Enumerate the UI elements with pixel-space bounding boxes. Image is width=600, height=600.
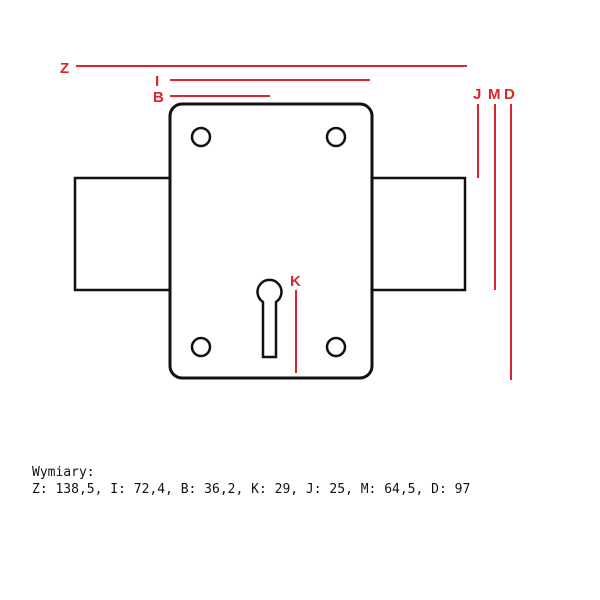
lock-body — [168, 102, 374, 380]
label-k: K — [290, 273, 301, 290]
caption-title: Wymiary: — [32, 465, 95, 480]
screw-hole — [190, 336, 212, 358]
keyhole — [256, 278, 283, 359]
label-b: B — [153, 89, 164, 106]
caption-dimensions: Z: 138,5, I: 72,4, B: 36,2, K: 29, J: 25… — [32, 482, 471, 497]
screw-hole — [190, 126, 212, 148]
label-m: M — [488, 86, 501, 103]
label-i: I — [155, 73, 159, 90]
label-z: Z — [60, 60, 69, 77]
dimensions-caption: Wymiary: Z: 138,5, I: 72,4, B: 36,2, K: 2… — [32, 464, 470, 498]
screw-hole — [325, 336, 347, 358]
label-j: J — [473, 86, 481, 103]
label-d: D — [504, 86, 515, 103]
screw-hole — [325, 126, 347, 148]
